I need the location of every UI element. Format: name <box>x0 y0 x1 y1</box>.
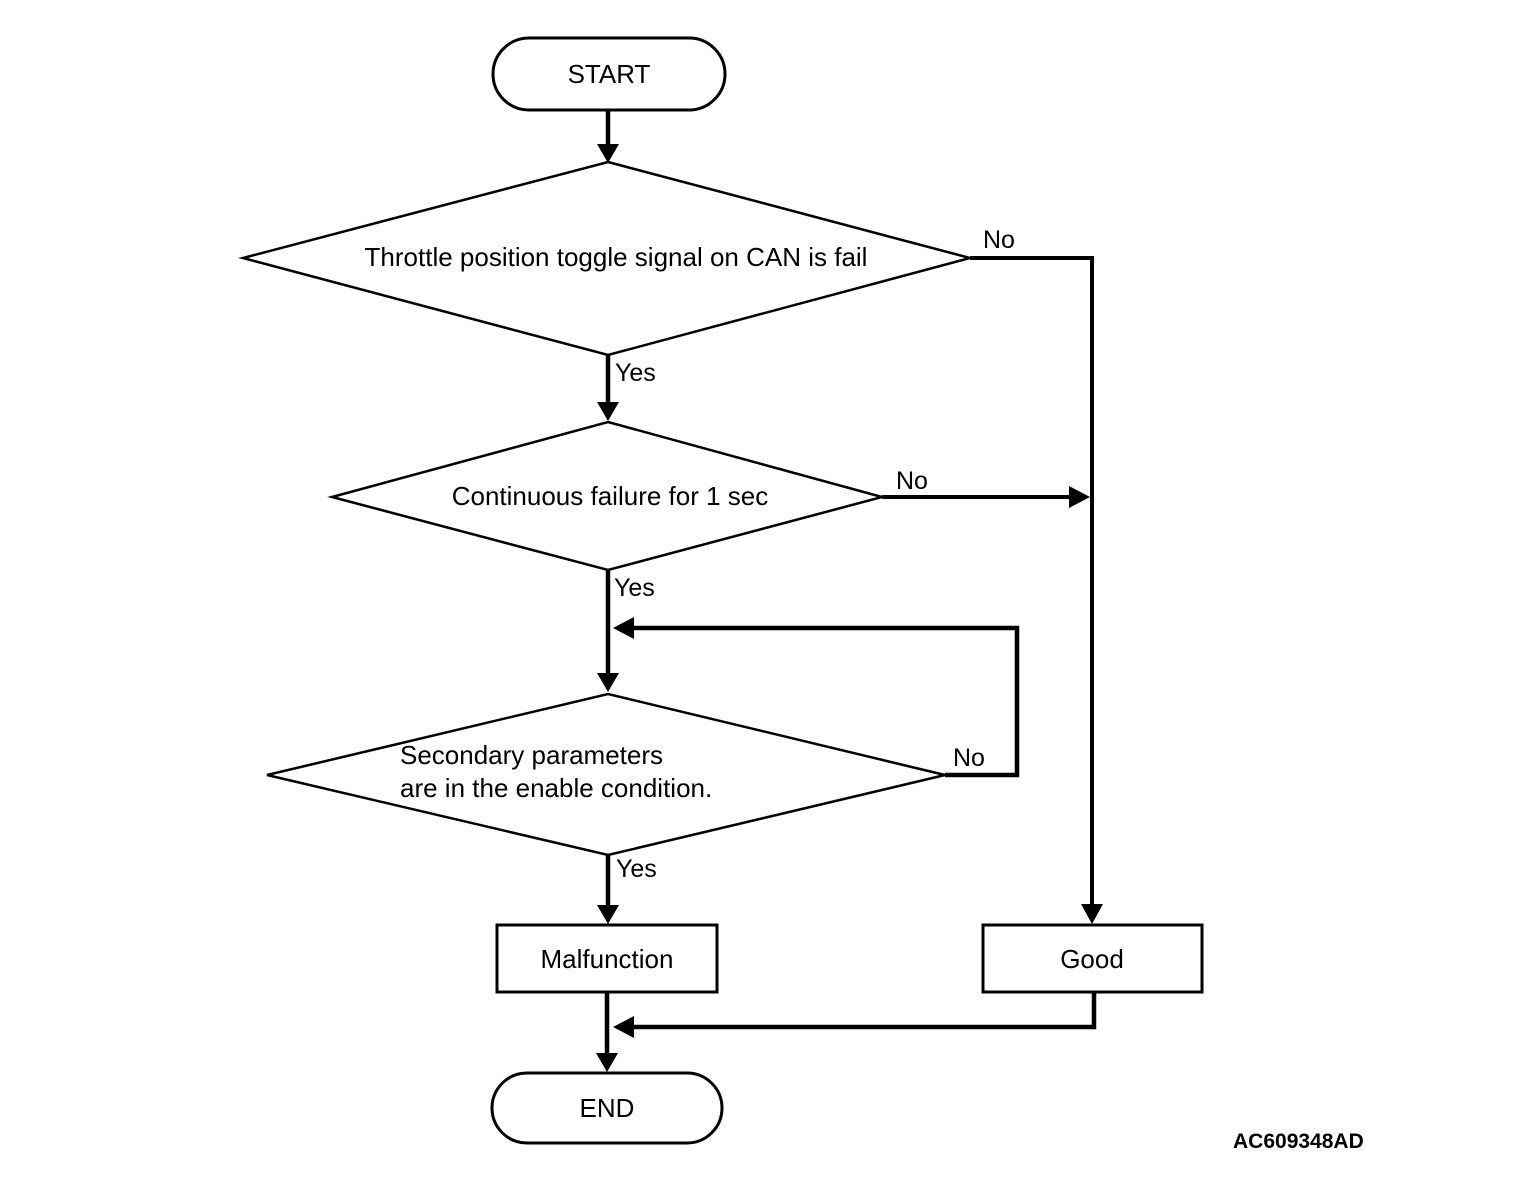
decision2-diamond <box>327 420 887 572</box>
arrowhead-right-icon <box>1069 486 1090 508</box>
decision2-yes-label: Yes <box>614 574 655 602</box>
decision1-label: Throttle position toggle signal on CAN i… <box>365 242 868 272</box>
decision3-label-line1: Secondary parameters <box>400 740 663 770</box>
decision2-no-label: No <box>896 467 928 495</box>
arrowhead-down-icon <box>596 1053 618 1072</box>
arrowhead-down-icon <box>1081 904 1103 924</box>
decision3-label-line2: are in the enable condition. <box>400 773 712 803</box>
arrowhead-down-icon <box>597 673 619 692</box>
arrowhead-left-icon <box>613 617 634 639</box>
edge-decision1-no <box>970 256 1094 906</box>
good-label: Good <box>1060 944 1124 974</box>
decision1-yes-label: Yes <box>615 359 656 387</box>
edge-good-to-end <box>634 992 1097 1030</box>
decision3-no-label: No <box>953 744 985 772</box>
edge-decision3-no-loop <box>634 625 1020 778</box>
decision3-yes-label: Yes <box>616 855 657 883</box>
arrowhead-left-icon <box>613 1016 634 1038</box>
arrowhead-down-icon <box>597 905 619 924</box>
arrowhead-down-icon <box>597 144 619 163</box>
malfunction-box <box>495 923 719 994</box>
decision2-label: Continuous failure for 1 sec <box>452 481 769 511</box>
malfunction-label: Malfunction <box>541 944 674 974</box>
start-node-label: START <box>568 59 651 89</box>
decision1-no-label: No <box>983 226 1015 254</box>
decision1-diamond <box>238 160 975 357</box>
end-node <box>490 1071 724 1145</box>
end-node-label: END <box>580 1093 635 1123</box>
figure-code: AC609348AD <box>1233 1130 1364 1153</box>
decision3-diamond <box>266 692 946 857</box>
start-node <box>491 36 727 112</box>
good-box <box>981 923 1204 994</box>
arrowhead-down-icon <box>597 402 619 421</box>
